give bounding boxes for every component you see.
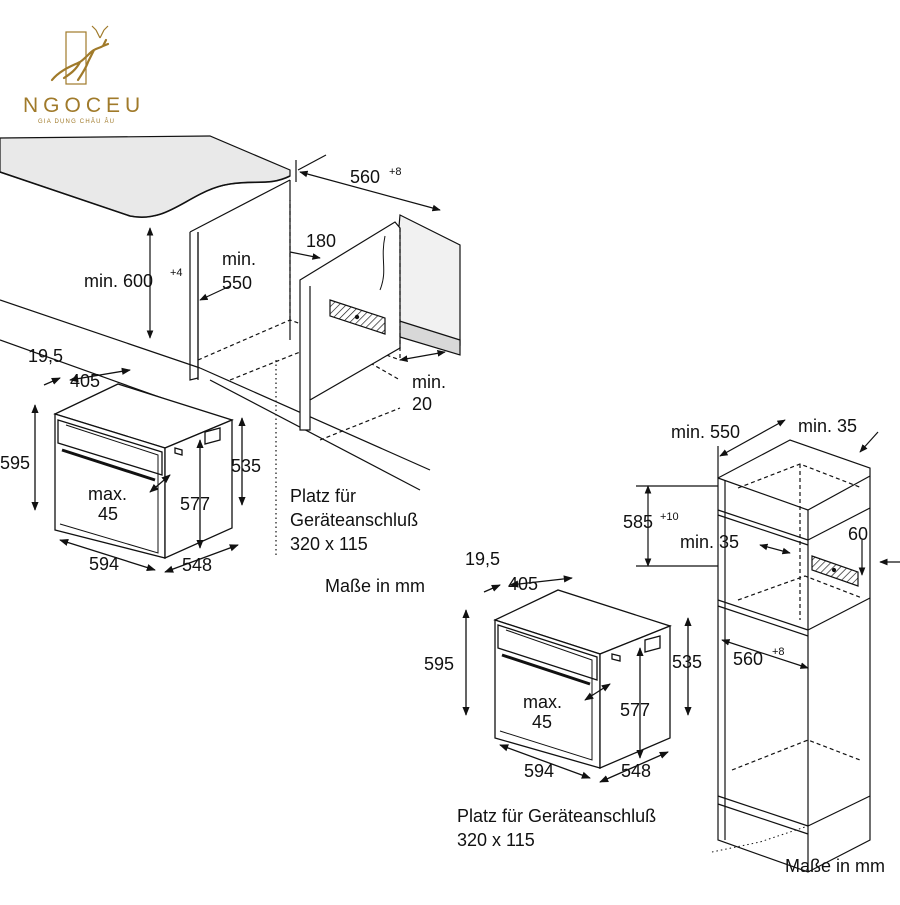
brand-name: NGOCEU <box>23 94 145 117</box>
left-connector-line-2: Geräteanschluß <box>290 510 418 530</box>
vent-label: 180 <box>306 231 336 251</box>
left-inner-height-label: 577 <box>180 494 210 514</box>
left-oven <box>31 367 246 573</box>
right-inner-height-label: 577 <box>620 700 650 720</box>
tall-side-label: min. 35 <box>798 416 857 436</box>
right-depth-label: 548 <box>621 761 651 781</box>
left-units-label: Maße in mm <box>325 576 425 596</box>
top-cabinet-diagram <box>0 135 461 555</box>
deer-icon <box>50 25 110 85</box>
right-connector-line-1: Platz für Geräteanschluß <box>457 806 656 826</box>
right-units-label: Maße in mm <box>785 856 885 876</box>
niche-depth-label: 560 <box>350 167 380 187</box>
brand-tagline: GIA DỤNG CHÂU ÂU <box>38 118 115 125</box>
left-body-height-label: 535 <box>231 456 261 476</box>
left-connector-line-1: Platz für <box>290 486 356 506</box>
tall-depth-tolerance: +8 <box>772 646 785 658</box>
right-max-label-1: max. <box>523 692 562 712</box>
left-front-offset-label: 19,5 <box>28 346 63 366</box>
right-top-depth-label: 405 <box>508 574 538 594</box>
left-connector-line-3: 320 x 115 <box>290 534 368 554</box>
brand-logo: NGOCEU GIA DỤNG CHÂU ÂU <box>23 25 145 125</box>
left-max-label-1: max. <box>88 484 127 504</box>
right-body-height-label: 535 <box>672 652 702 672</box>
gap-label-1: min. <box>412 372 446 392</box>
right-height-label: 595 <box>424 654 454 674</box>
left-height-label: 595 <box>0 453 30 473</box>
right-front-offset-label: 19,5 <box>465 549 500 569</box>
tall-rear-gap-label: min. 35 <box>680 532 739 552</box>
tall-cabinet <box>636 419 900 873</box>
gap-label-2: 20 <box>412 394 432 414</box>
countertop <box>0 135 291 218</box>
right-max-label-2: 45 <box>532 712 552 732</box>
tall-depth-label: 560 <box>733 649 763 669</box>
left-top-depth-label: 405 <box>70 371 100 391</box>
tall-cut-height-tolerance: +10 <box>660 511 679 523</box>
inner-depth-label-2: 550 <box>222 273 252 293</box>
left-depth-label: 548 <box>182 555 212 575</box>
tall-cut-height-label: 585 <box>623 512 653 532</box>
left-width-label: 594 <box>89 554 119 574</box>
right-connector-line-2: 320 x 115 <box>457 830 535 850</box>
right-oven <box>462 575 692 783</box>
left-max-label-2: 45 <box>98 504 118 524</box>
cut-height-label: min. 600 <box>84 271 153 291</box>
right-width-label: 594 <box>524 761 554 781</box>
cut-height-tolerance: +4 <box>170 267 183 279</box>
inner-depth-label-1: min. <box>222 249 256 269</box>
niche-depth-tolerance: +8 <box>389 166 402 178</box>
tall-vent-label: 60 <box>848 524 868 544</box>
tall-inner-depth-label: min. 550 <box>671 422 740 442</box>
